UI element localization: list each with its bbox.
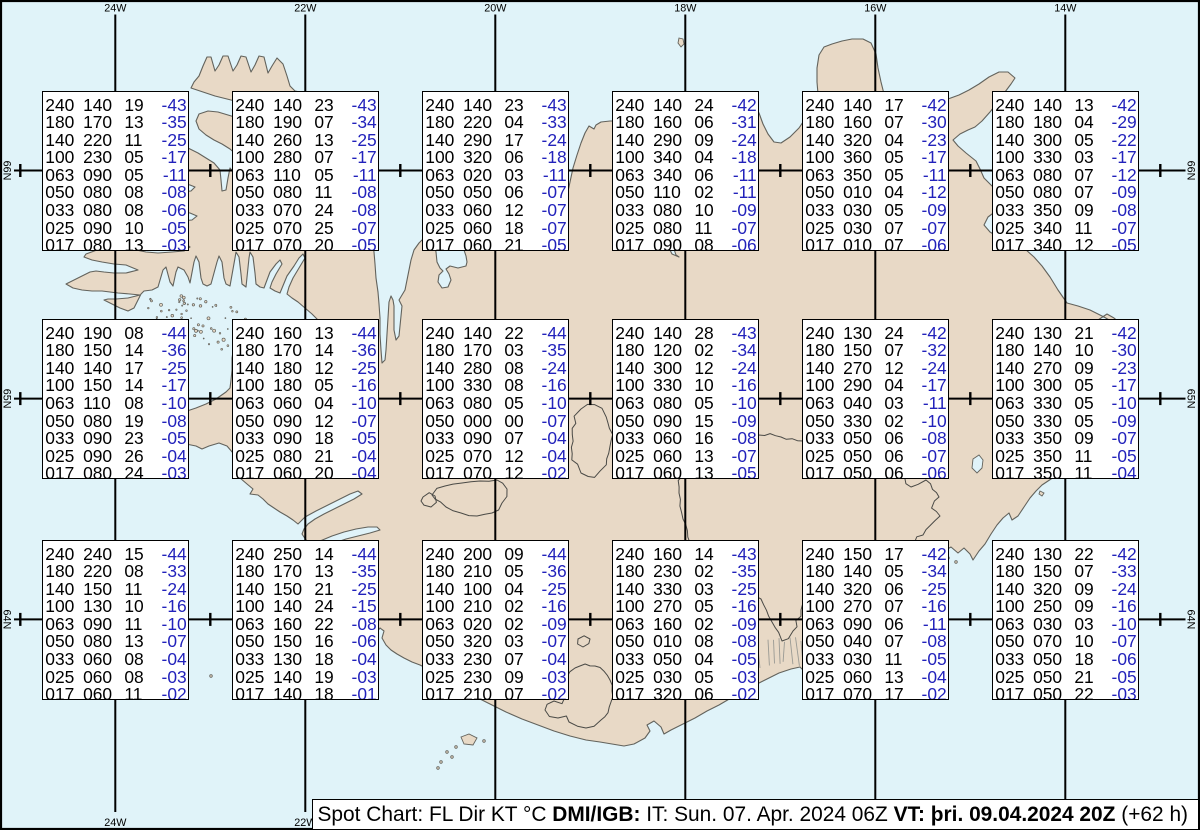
svg-text:66N: 66N — [1, 161, 13, 181]
svg-text:66N: 66N — [1185, 161, 1197, 181]
svg-text:14W: 14W — [1054, 3, 1077, 15]
svg-text:65N: 65N — [1185, 389, 1197, 409]
svg-text:24W: 24W — [104, 817, 127, 829]
svg-text:16W: 16W — [864, 3, 887, 15]
svg-text:22W: 22W — [294, 817, 317, 829]
svg-text:22W: 22W — [294, 3, 317, 15]
svg-text:20W: 20W — [484, 3, 507, 15]
svg-text:64N: 64N — [1, 609, 13, 629]
svg-text:24W: 24W — [104, 3, 127, 15]
svg-text:64N: 64N — [1185, 609, 1197, 629]
svg-text:65N: 65N — [1, 389, 13, 409]
svg-text:18W: 18W — [674, 3, 697, 15]
